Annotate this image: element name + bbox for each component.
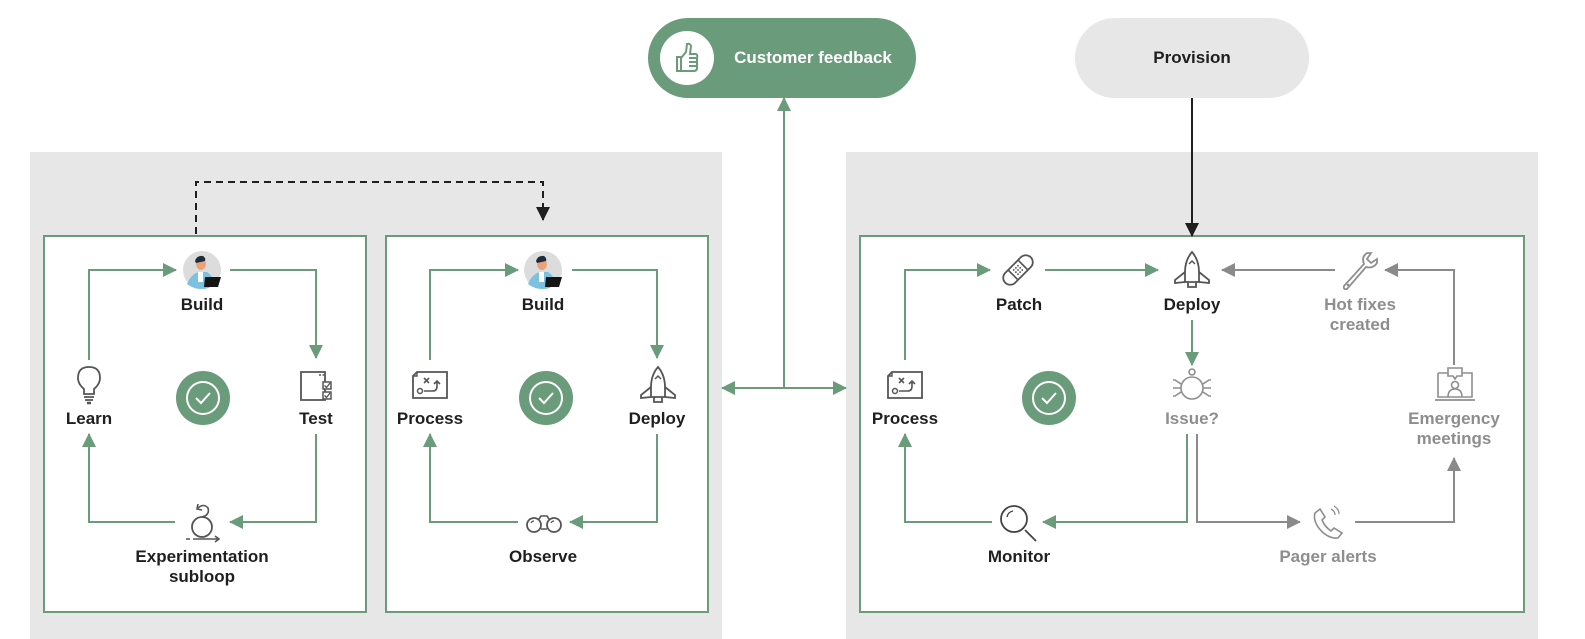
- wrench-icon: [1342, 252, 1378, 290]
- checklist-icon: [300, 371, 332, 401]
- arrow-emergency-hotfix: [1384, 263, 1455, 365]
- strategy-board-icon: [412, 371, 448, 399]
- loop3-emergency-label: Emergency meetings: [1408, 409, 1500, 448]
- provision-label: Provision: [1153, 48, 1231, 67]
- arrow-process-patch: [904, 263, 991, 360]
- arrow-issue-monitor: [1042, 434, 1188, 529]
- check-circle-icon: [519, 371, 573, 425]
- loop3-patch-label: Patch: [995, 295, 1043, 314]
- check-circle-icon: [1022, 371, 1076, 425]
- arrow-process-build: [429, 263, 519, 360]
- loop2-build-label: Build: [521, 295, 565, 314]
- arrow-test-subloop: [229, 434, 317, 529]
- loop3-issue-label: Issue?: [1165, 409, 1219, 428]
- arrow-issue-pager: [1196, 434, 1301, 529]
- experimentation-loop-box: [43, 235, 367, 613]
- loop1-learn-label: Learn: [65, 409, 113, 428]
- developer-avatar-icon: [183, 251, 221, 289]
- strategy-board-icon: [887, 371, 923, 399]
- lightbulb-icon: [77, 366, 101, 405]
- loop2-process-label: Process: [396, 409, 464, 428]
- rocket-icon: [1174, 250, 1210, 288]
- loop-arrow-icon: [186, 503, 221, 543]
- arrow-deploy-observe: [569, 434, 658, 529]
- customer-feedback-label: Customer feedback: [734, 48, 892, 67]
- loop1-build-label: Build: [180, 295, 224, 314]
- loop3-monitor-label: Monitor: [987, 547, 1051, 566]
- loop1-subloop-label: Experimentation subloop: [135, 547, 269, 586]
- arrow-build-test: [230, 269, 323, 359]
- bandage-icon: [1002, 254, 1034, 286]
- developer-avatar-icon: [524, 251, 562, 289]
- rocket-icon: [640, 365, 676, 403]
- arrow-pager-emergency: [1355, 457, 1461, 523]
- phone-icon: [1313, 505, 1344, 539]
- loop2-observe-label: Observe: [508, 547, 578, 566]
- arrow-subloop-learn: [82, 433, 175, 523]
- operations-loop-box: [859, 235, 1525, 613]
- bug-icon: [1173, 368, 1211, 400]
- magnifier-icon: [1000, 505, 1037, 542]
- loop2-deploy-label: Deploy: [628, 409, 686, 428]
- dashed-connector: [195, 181, 550, 234]
- arrow-learn-build: [88, 263, 177, 360]
- provision-node: Provision: [1075, 18, 1309, 98]
- thumbs-up-icon: [660, 31, 714, 85]
- binoculars-icon: [526, 515, 562, 533]
- arrow-observe-process: [423, 433, 518, 523]
- video-meeting-icon: [1435, 367, 1475, 401]
- loop3-pager-label: Pager alerts: [1279, 547, 1377, 566]
- loop3-deploy-label: Deploy: [1163, 295, 1221, 314]
- loop3-hotfix-label: Hot fixes created: [1324, 295, 1396, 334]
- arrow-monitor-process: [898, 433, 992, 523]
- loop1-test-label: Test: [299, 409, 333, 428]
- check-circle-icon: [176, 371, 230, 425]
- arrow-build-deploy: [572, 269, 664, 359]
- loop3-process-label: Process: [871, 409, 939, 428]
